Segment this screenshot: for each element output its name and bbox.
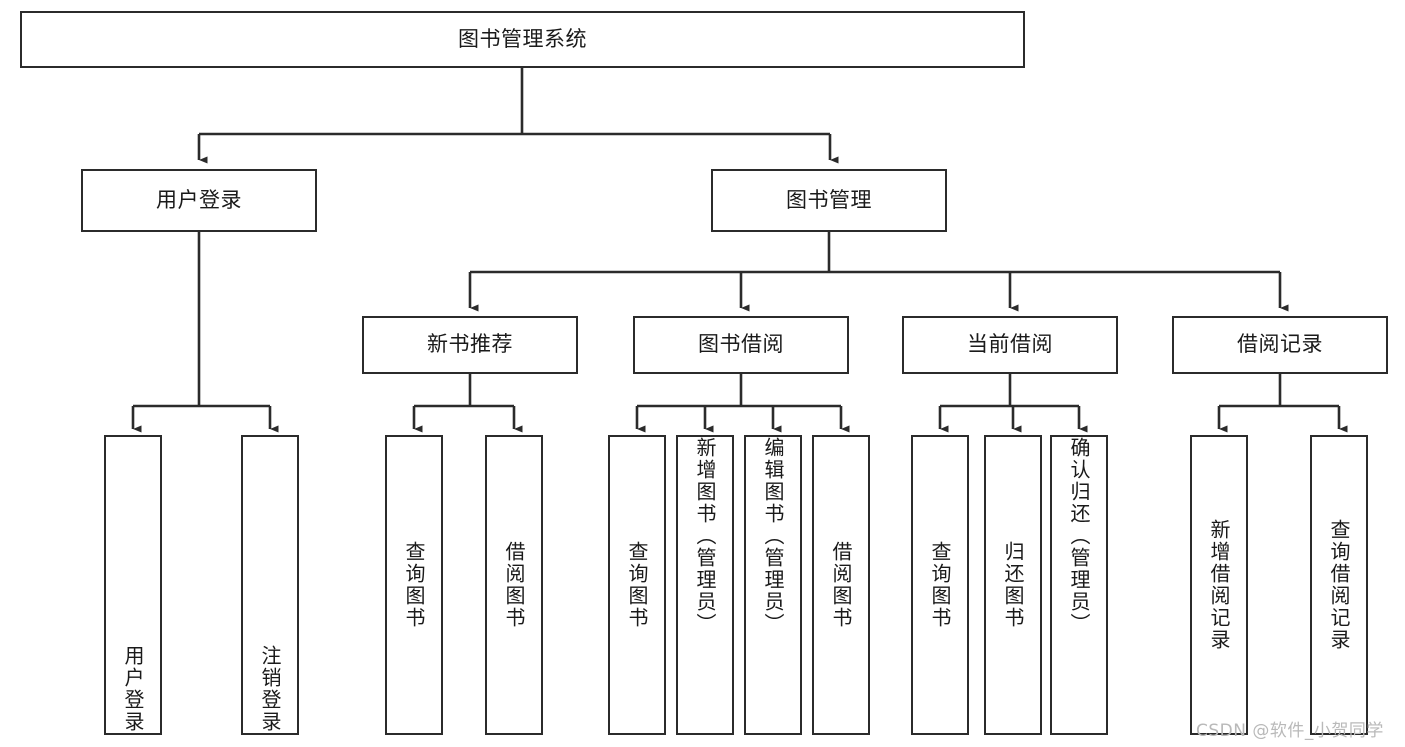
edge-bookborrow-to-leaves	[635, 374, 850, 433]
node-leaf-add-record-label: 新增借阅记录	[1207, 519, 1231, 651]
node-leaf-edit-book[interactable]: 编辑图书（管理员）	[744, 435, 802, 735]
node-book-borrow[interactable]: 图书借阅	[633, 316, 849, 374]
node-leaf-query-book-2[interactable]: 查询图书	[608, 435, 666, 735]
node-leaf-query-book-1[interactable]: 查询图书	[385, 435, 443, 735]
edge-currentborrow-to-leaves	[938, 374, 1088, 433]
node-leaf-add-record[interactable]: 新增借阅记录	[1190, 435, 1248, 735]
node-leaf-query-book-3-label: 查询图书	[928, 541, 952, 629]
node-leaf-logout[interactable]: 注销登录	[241, 435, 299, 735]
node-leaf-edit-book-label: 编辑图书（管理员）	[761, 437, 785, 635]
edge-userlogin-to-leaves	[131, 232, 279, 433]
node-root[interactable]: 图书管理系统	[20, 11, 1025, 68]
node-leaf-borrow-book-2[interactable]: 借阅图书	[812, 435, 870, 735]
node-leaf-borrow-book-1-label: 借阅图书	[502, 541, 526, 629]
csdn-watermark: CSDN @软件_小贺同学	[1196, 721, 1384, 741]
node-leaf-user-login-label: 用户登录	[121, 645, 145, 733]
node-book-management[interactable]: 图书管理	[711, 169, 947, 232]
node-book-management-label: 图书管理	[786, 187, 872, 212]
node-leaf-borrow-book-2-label: 借阅图书	[829, 541, 853, 629]
node-leaf-query-record[interactable]: 查询借阅记录	[1310, 435, 1368, 735]
node-leaf-query-book-3[interactable]: 查询图书	[911, 435, 969, 735]
node-user-login-label: 用户登录	[156, 187, 242, 212]
node-borrow-record-label: 借阅记录	[1237, 332, 1323, 357]
node-borrow-record[interactable]: 借阅记录	[1172, 316, 1388, 374]
edge-booklmgmt-to-level3	[468, 232, 1289, 312]
edge-newbook-to-leaves	[412, 374, 523, 433]
node-leaf-add-book[interactable]: 新增图书（管理员）	[676, 435, 734, 735]
node-leaf-logout-label: 注销登录	[258, 645, 282, 733]
node-root-label: 图书管理系统	[458, 26, 587, 51]
node-leaf-return-book[interactable]: 归还图书	[984, 435, 1042, 735]
node-leaf-add-book-label: 新增图书（管理员）	[693, 437, 717, 635]
node-leaf-confirm-return-label: 确认归还（管理员）	[1067, 437, 1091, 635]
edge-borrowrecord-to-leaves	[1217, 374, 1348, 433]
node-leaf-query-book-2-label: 查询图书	[625, 541, 649, 629]
node-new-book-recommend-label: 新书推荐	[427, 332, 513, 357]
node-book-borrow-label: 图书借阅	[698, 332, 784, 357]
node-new-book-recommend[interactable]: 新书推荐	[362, 316, 578, 374]
node-leaf-user-login[interactable]: 用户登录	[104, 435, 162, 735]
node-leaf-query-book-1-label: 查询图书	[402, 541, 426, 629]
node-current-borrow[interactable]: 当前借阅	[902, 316, 1118, 374]
node-user-login[interactable]: 用户登录	[81, 169, 317, 232]
edge-root-to-level2	[197, 68, 839, 164]
node-current-borrow-label: 当前借阅	[967, 332, 1053, 357]
node-leaf-query-record-label: 查询借阅记录	[1327, 519, 1351, 651]
node-leaf-confirm-return[interactable]: 确认归还（管理员）	[1050, 435, 1108, 735]
node-leaf-borrow-book-1[interactable]: 借阅图书	[485, 435, 543, 735]
node-leaf-return-book-label: 归还图书	[1001, 541, 1025, 629]
